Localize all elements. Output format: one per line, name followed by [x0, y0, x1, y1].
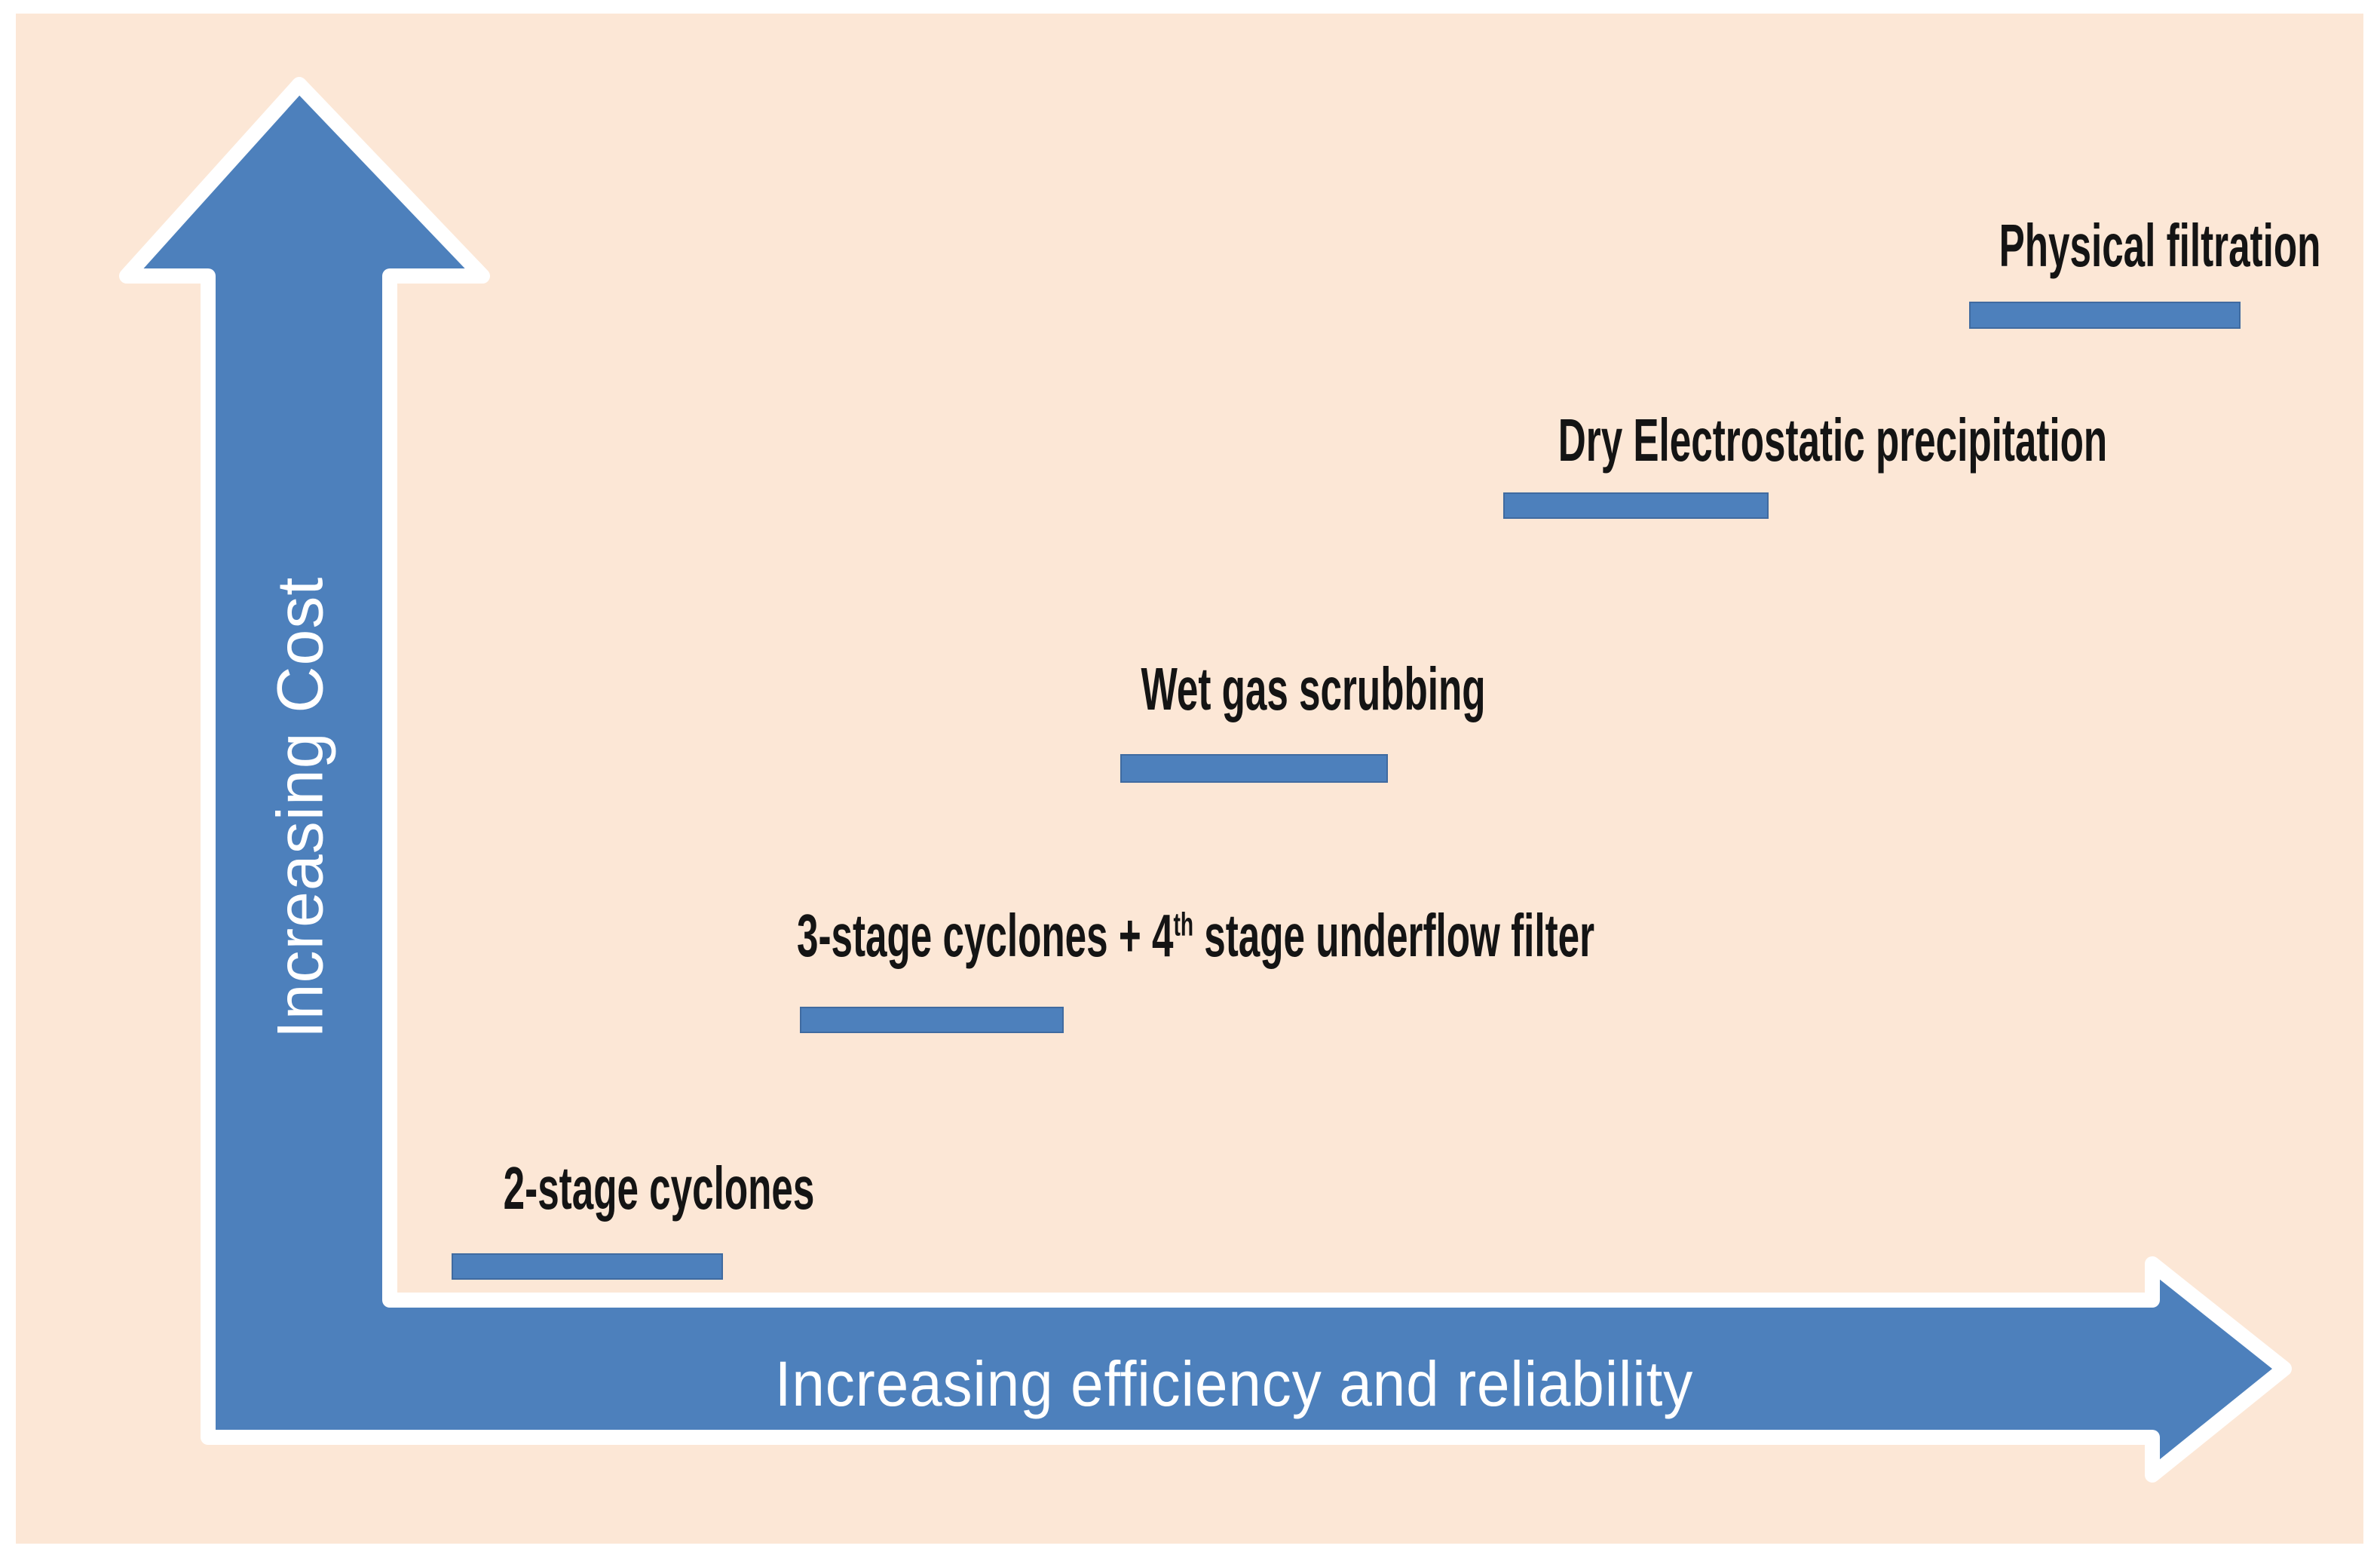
step-label-text: stage underflow filter — [1193, 902, 1595, 969]
step-label-wet-gas-scrubbing: Wet gas scrubbing — [1141, 659, 1485, 719]
step-label-superscript: th — [1173, 906, 1194, 943]
cost-efficiency-l-arrow-icon — [119, 77, 2292, 1483]
y-axis-label-text: Increasing Cost — [264, 576, 337, 1039]
step-label-text: 3-stage cyclones + 4 — [796, 902, 1174, 969]
step-label-physical-filtration: Physical filtration — [1999, 216, 2321, 276]
step-label-text: Dry Electrostatic precipitation — [1558, 406, 2108, 474]
step-bar-wet-gas-scrubbing — [1120, 754, 1388, 783]
step-label-text: 2-stage cyclones — [503, 1155, 815, 1222]
step-bar-physical-filtration — [1969, 302, 2241, 329]
x-axis-label-text: Increasing efficiency and reliability — [774, 1348, 1694, 1419]
x-axis-label: Increasing efficiency and reliability — [775, 1348, 1693, 1421]
step-bar-3-stage-cyclones — [800, 1007, 1064, 1033]
step-label-dry-electrostatic-precipitation: Dry Electrostatic precipitation — [1558, 410, 2107, 471]
step-bar-2-stage-cyclones — [452, 1253, 723, 1280]
step-label-3-stage-cyclones: 3-stage cyclones + 4th stage underflow f… — [797, 906, 1594, 966]
step-label-text: Wet gas scrubbing — [1141, 655, 1486, 722]
step-label-text: Physical filtration — [1999, 212, 2321, 279]
y-axis-label: Increasing Cost — [264, 577, 338, 1039]
step-bar-dry-electrostatic-precipitation — [1503, 492, 1769, 519]
step-label-2-stage-cyclones: 2-stage cyclones — [504, 1158, 815, 1219]
